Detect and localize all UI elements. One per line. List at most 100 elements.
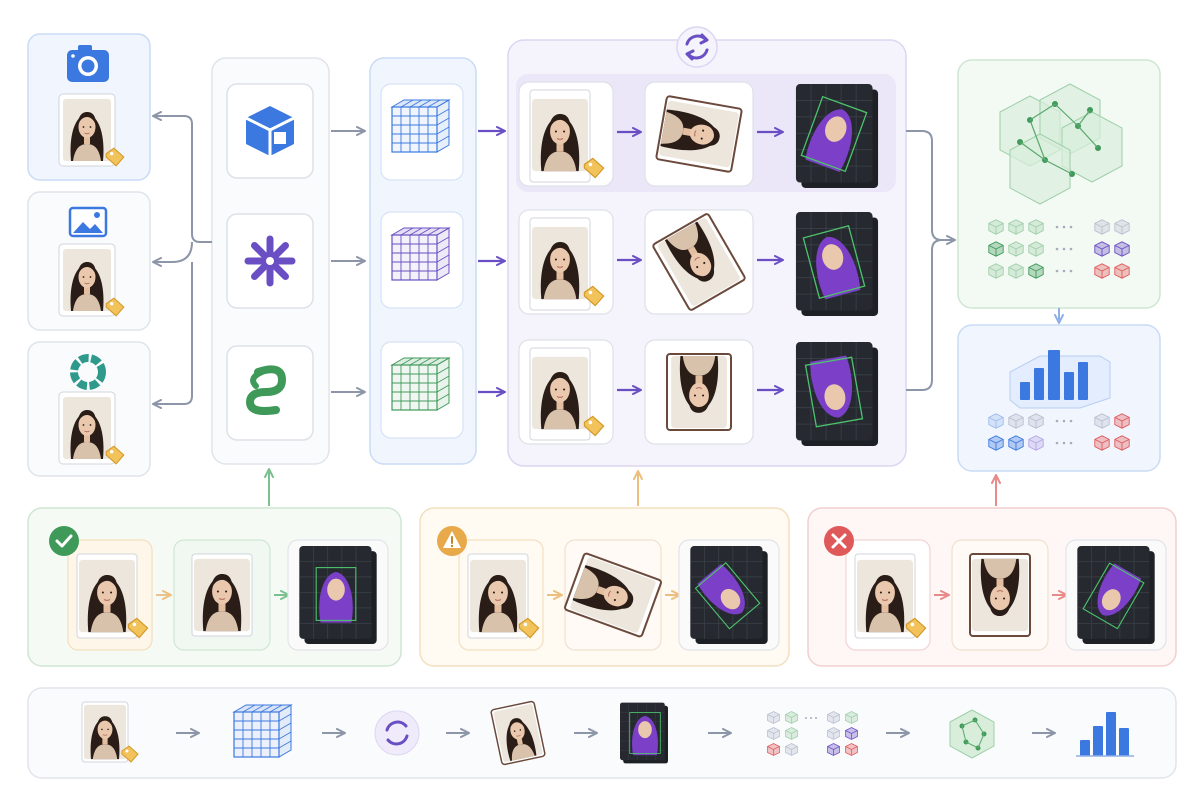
data-cube — [1094, 263, 1110, 279]
data-cube — [988, 413, 1004, 429]
cube-shape — [1028, 263, 1044, 279]
transform-row[interactable] — [518, 81, 879, 188]
portrait-image — [63, 248, 111, 312]
data-cube — [988, 241, 1004, 257]
rotated-portrait — [652, 213, 746, 311]
cube-shape — [1008, 435, 1024, 451]
data-cube — [1008, 435, 1024, 451]
cube-shape — [988, 435, 1004, 451]
portrait-image — [857, 559, 913, 633]
data-cube — [988, 219, 1004, 235]
tensor-grid-blue[interactable] — [380, 83, 464, 181]
summary-cluster-icon — [949, 709, 995, 759]
example-success[interactable] — [67, 539, 389, 651]
cube-shape — [1094, 413, 1110, 429]
data-cube — [845, 727, 858, 740]
rotated-portrait — [191, 553, 253, 637]
summary-cube-grid — [767, 711, 858, 756]
cube-model-icon — [245, 106, 295, 156]
cube-shape — [767, 743, 780, 756]
transform-row[interactable] — [518, 209, 879, 316]
portrait-image — [470, 559, 526, 633]
tensor-grid-green[interactable] — [380, 341, 464, 439]
portrait-image — [79, 559, 135, 633]
source-card-gallery[interactable] — [27, 191, 151, 331]
summary-pipeline — [81, 700, 1134, 766]
transform-row[interactable] — [518, 339, 879, 446]
cube-shape — [845, 727, 858, 740]
cube-shape — [1028, 435, 1044, 451]
camera-icon — [67, 45, 109, 82]
cube-shape — [1114, 413, 1130, 429]
cube-shape — [1008, 413, 1024, 429]
data-cube — [1008, 413, 1024, 429]
portrait-image — [194, 558, 250, 632]
data-cube — [1094, 435, 1110, 451]
check-icon — [49, 526, 79, 556]
cube-shape — [1008, 263, 1024, 279]
ellipsis-dots — [1055, 441, 1073, 445]
cube-shape — [767, 727, 780, 740]
refresh-icon[interactable] — [676, 26, 718, 68]
cube-shape — [767, 711, 780, 724]
ellipsis-dots — [1055, 247, 1073, 251]
data-cube — [785, 743, 798, 756]
source-card-ring[interactable] — [27, 341, 151, 477]
cube-shape — [1114, 241, 1130, 257]
ellipsis-dots — [1055, 269, 1073, 273]
data-cube — [785, 711, 798, 724]
model-card-asterisk[interactable] — [226, 213, 314, 309]
cube-shape — [1028, 219, 1044, 235]
ellipsis-dots — [1055, 225, 1073, 229]
portrait-image — [532, 98, 588, 172]
model-card-knot[interactable] — [226, 345, 314, 441]
warning-icon — [437, 526, 467, 556]
cluster-visualization — [999, 83, 1123, 205]
model-to-grid-arrows — [331, 126, 366, 397]
cube-shape — [827, 743, 840, 756]
cube-shape — [1094, 263, 1110, 279]
example-failure[interactable] — [845, 539, 1167, 651]
source-card-camera[interactable] — [27, 33, 151, 181]
example-warning[interactable] — [458, 539, 780, 651]
data-cube — [1114, 241, 1130, 257]
data-cube — [1028, 435, 1044, 451]
cluster-cube-grid — [988, 219, 1130, 279]
portrait-image — [63, 396, 111, 460]
transform-rows — [518, 81, 879, 446]
portrait-image — [972, 558, 1028, 632]
cube-shape — [1094, 241, 1110, 257]
data-cube — [827, 711, 840, 724]
data-cube — [1028, 219, 1044, 235]
cube-shape — [1028, 413, 1044, 429]
cube-shape — [988, 219, 1004, 235]
cube-shape — [1094, 219, 1110, 235]
metrics-bar-chart-icon — [1009, 350, 1111, 409]
data-cube — [1114, 219, 1130, 235]
data-cube — [1114, 413, 1130, 429]
source-connectors — [152, 111, 212, 409]
cube-shape — [845, 743, 858, 756]
portrait-image — [532, 226, 588, 300]
cube-shape — [827, 711, 840, 724]
data-cube — [1008, 219, 1024, 235]
data-cube — [1008, 241, 1024, 257]
cube-shape — [785, 727, 798, 740]
cube-shape — [827, 727, 840, 740]
summary-input-portrait — [81, 701, 139, 763]
data-cube — [767, 711, 780, 724]
portrait-image — [84, 704, 126, 760]
data-cube — [1094, 241, 1110, 257]
data-cube — [785, 727, 798, 740]
portrait-image — [532, 356, 588, 430]
rotated-portrait — [564, 552, 662, 638]
data-cube — [1114, 435, 1130, 451]
cube-shape — [1114, 435, 1130, 451]
asterisk-model-icon — [244, 235, 296, 287]
image-gallery-icon — [68, 206, 108, 238]
data-cube — [1094, 219, 1110, 235]
transform-to-cluster-connectors — [906, 130, 956, 391]
model-card-cube[interactable] — [226, 83, 314, 179]
tensor-grid-purple[interactable] — [380, 211, 464, 309]
